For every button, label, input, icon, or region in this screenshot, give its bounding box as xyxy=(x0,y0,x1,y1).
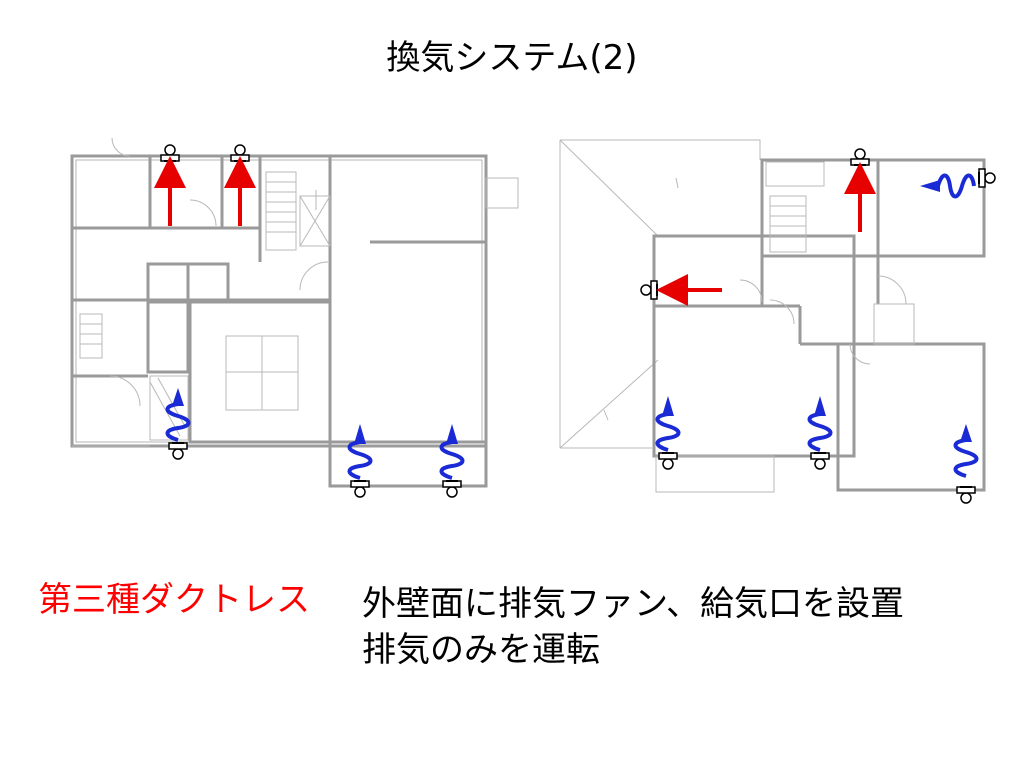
exhaust-fan-icon xyxy=(160,144,180,162)
blue-wave-icon xyxy=(807,412,833,452)
supply-inlet-icon xyxy=(978,168,996,188)
supply-inlet-right-4 xyxy=(920,168,996,199)
supply-inlet-left-3 xyxy=(439,424,465,498)
blue-wave-icon xyxy=(655,412,681,452)
blue-wave-icon xyxy=(439,440,465,480)
supply-inlet-icon xyxy=(350,480,370,498)
first-floor-plan xyxy=(70,137,519,488)
description-line-2: 排気のみを運転 xyxy=(362,630,600,670)
supply-inlet-icon xyxy=(168,442,188,460)
supply-inlet-icon xyxy=(810,452,830,470)
supply-inlet-right-1 xyxy=(655,396,681,470)
blue-wave-icon xyxy=(953,438,979,478)
supply-inlet-icon xyxy=(956,486,976,504)
system-type-label: 第三種ダクトレス xyxy=(38,580,310,620)
blue-wave-icon xyxy=(347,440,373,480)
second-floor-plan xyxy=(559,139,986,493)
floor-plans xyxy=(70,137,996,504)
exhaust-fan-left-2 xyxy=(224,144,256,226)
exhaust-fan-icon xyxy=(640,280,658,300)
blue-wave-icon xyxy=(165,402,191,442)
exhaust-fan-icon xyxy=(230,144,250,162)
exhaust-fan-right-2 xyxy=(640,274,722,306)
supply-inlet-right-2 xyxy=(807,396,833,470)
blue-wave-icon xyxy=(936,173,976,199)
slide-title: 換気システム(2) xyxy=(386,38,638,78)
supply-inlet-left-2 xyxy=(347,424,373,498)
supply-inlet-left-1 xyxy=(165,388,191,460)
exhaust-fan-right-1 xyxy=(844,148,876,232)
supply-inlet-icon xyxy=(658,452,678,470)
supply-inlet-right-3 xyxy=(953,424,979,504)
exhaust-fan-icon xyxy=(850,148,870,166)
supply-inlet-icon xyxy=(442,480,462,498)
description-line-1: 外壁面に排気ファン、給気口を設置 xyxy=(362,584,904,624)
exhaust-fan-left-1 xyxy=(154,144,186,226)
